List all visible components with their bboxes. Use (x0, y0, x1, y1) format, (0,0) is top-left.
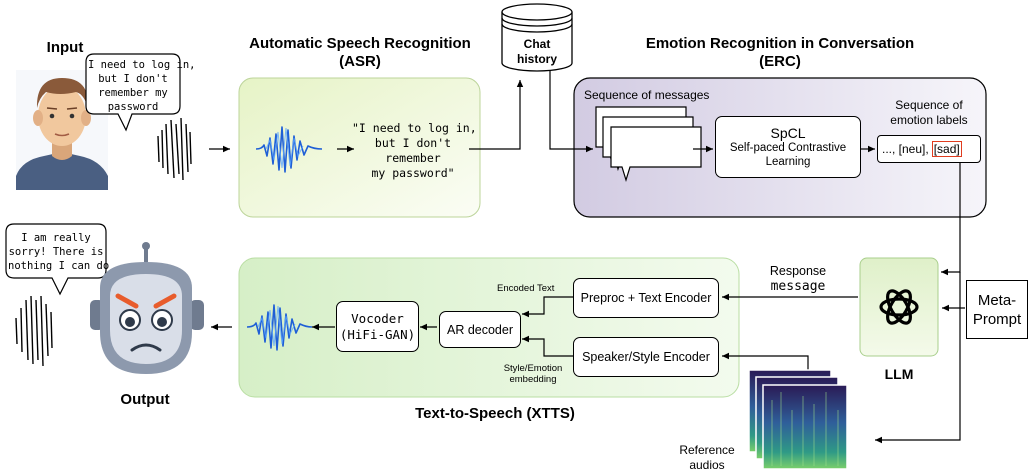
chat-history-line: history (516, 52, 557, 66)
speaker-style-encoder-box: Speaker/Style Encoder (573, 337, 719, 377)
response-label: Response (769, 264, 827, 278)
llm-panel (859, 257, 939, 357)
emotion-history: ..., [neu], (882, 142, 929, 156)
output-speech-line: nothing I can do (8, 260, 110, 272)
current-emotion-label: [sad] (931, 141, 962, 157)
reference-line: audios (689, 458, 725, 472)
meta-prompt-line: Meta- (977, 291, 1017, 309)
meta-prompt-line: Prompt (972, 310, 1022, 328)
input-sound-waves-icon (157, 117, 192, 181)
llm-label: LLM (884, 366, 914, 382)
style-embedding-label: Style/Emotion embedding (494, 363, 572, 385)
asr-abbr: (ASR) (339, 53, 381, 70)
sequence-of-messages-label: Sequence of messages (584, 88, 710, 102)
output-title: Output (120, 391, 170, 408)
arrow-reference-to-speaker (722, 352, 809, 371)
reference-audios-label: Reference audios (672, 443, 742, 473)
meta-prompt-box: Meta- Prompt (966, 280, 1028, 339)
asr-transcript: "I need to log in, but I don't remember … (352, 121, 477, 181)
arrow-history-to-erc (549, 70, 593, 153)
arrow-to-reference-audios (875, 272, 961, 444)
asr-title-line: Automatic Speech Recognition (249, 35, 471, 52)
output-speech-line: sorry! There is (8, 246, 104, 258)
emotion-header-line: emotion labels (890, 113, 968, 127)
input-speech-line: but I don't (98, 73, 168, 85)
arrow-preproc-to-decoder (522, 296, 573, 318)
transcript-line: my password" (371, 166, 455, 180)
robot-avatar (90, 242, 204, 374)
erc-title-line: Emotion Recognition in Conversation (645, 35, 915, 52)
encoded-text-label: Encoded Text (497, 283, 555, 294)
response-message-mono: message (770, 279, 826, 294)
spcl-subtitle-line: Self-paced Contrastive (729, 142, 847, 154)
preproc-text-encoder-box: Preproc + Text Encoder (573, 278, 719, 318)
reference-line: Reference (679, 443, 735, 457)
arrow-asr-to-history (469, 80, 524, 150)
vocoder-line: (HiFi-GAN) (339, 326, 416, 342)
transcript-line: but I don't (374, 136, 452, 150)
emotion-labels-header: Sequence of emotion labels (876, 98, 982, 128)
ar-decoder-box: AR decoder (439, 311, 521, 348)
chat-history-cylinder (501, 3, 573, 72)
chat-history-line: Chat (523, 37, 551, 51)
spcl-box: SpCL Self-paced Contrastive Learning (715, 116, 861, 178)
transcript-line: "I need to log in, (352, 121, 477, 135)
output-speech-line: I am really (21, 232, 91, 244)
erc-abbr: (ERC) (759, 53, 801, 70)
output-sound-waves-icon (15, 295, 53, 367)
input-waveform-icon (255, 126, 323, 173)
input-speech-line: remember my (98, 87, 168, 99)
style-embedding-line: Style/Emotion (503, 363, 563, 374)
spectrogram-icon (748, 369, 848, 470)
asr-panel (238, 77, 481, 218)
tts-title: Text-to-Speech (XTTS) (415, 405, 575, 422)
vocoder-line: Vocoder (351, 310, 404, 326)
message-bubbles-icon (595, 106, 702, 183)
output-speech-text: I am really sorry! There is nothing I ca… (8, 231, 110, 273)
llm-logo-icon (879, 289, 919, 325)
spcl-title: SpCL (770, 125, 806, 141)
input-speech-line: I need to log in, (88, 59, 196, 71)
style-embedding-line: embedding (509, 374, 557, 385)
erc-title: Emotion Recognition in Conversation (ERC… (600, 35, 960, 71)
chat-history-label: Chat history (502, 37, 572, 67)
spcl-subtitle-line: Learning (765, 156, 811, 168)
emotion-labels-box: ..., [neu], [sad] (877, 135, 981, 163)
asr-title: Automatic Speech Recognition (ASR) (225, 35, 495, 71)
vocoder-box: Vocoder (HiFi-GAN) (336, 301, 419, 352)
input-speech-bubble (85, 53, 181, 132)
input-title: Input (46, 39, 84, 56)
input-speech-text: I need to log in, but I don't remember m… (88, 58, 196, 114)
input-speech-line: password (107, 101, 159, 113)
transcript-line: remember (385, 151, 441, 165)
person-avatar (16, 70, 108, 190)
output-speech-bubble (5, 223, 107, 296)
arrow-speaker-to-decoder (522, 335, 573, 357)
emotion-header-line: Sequence of (895, 98, 963, 112)
response-message-label: Response message (756, 263, 840, 295)
output-waveform-icon (246, 304, 313, 351)
